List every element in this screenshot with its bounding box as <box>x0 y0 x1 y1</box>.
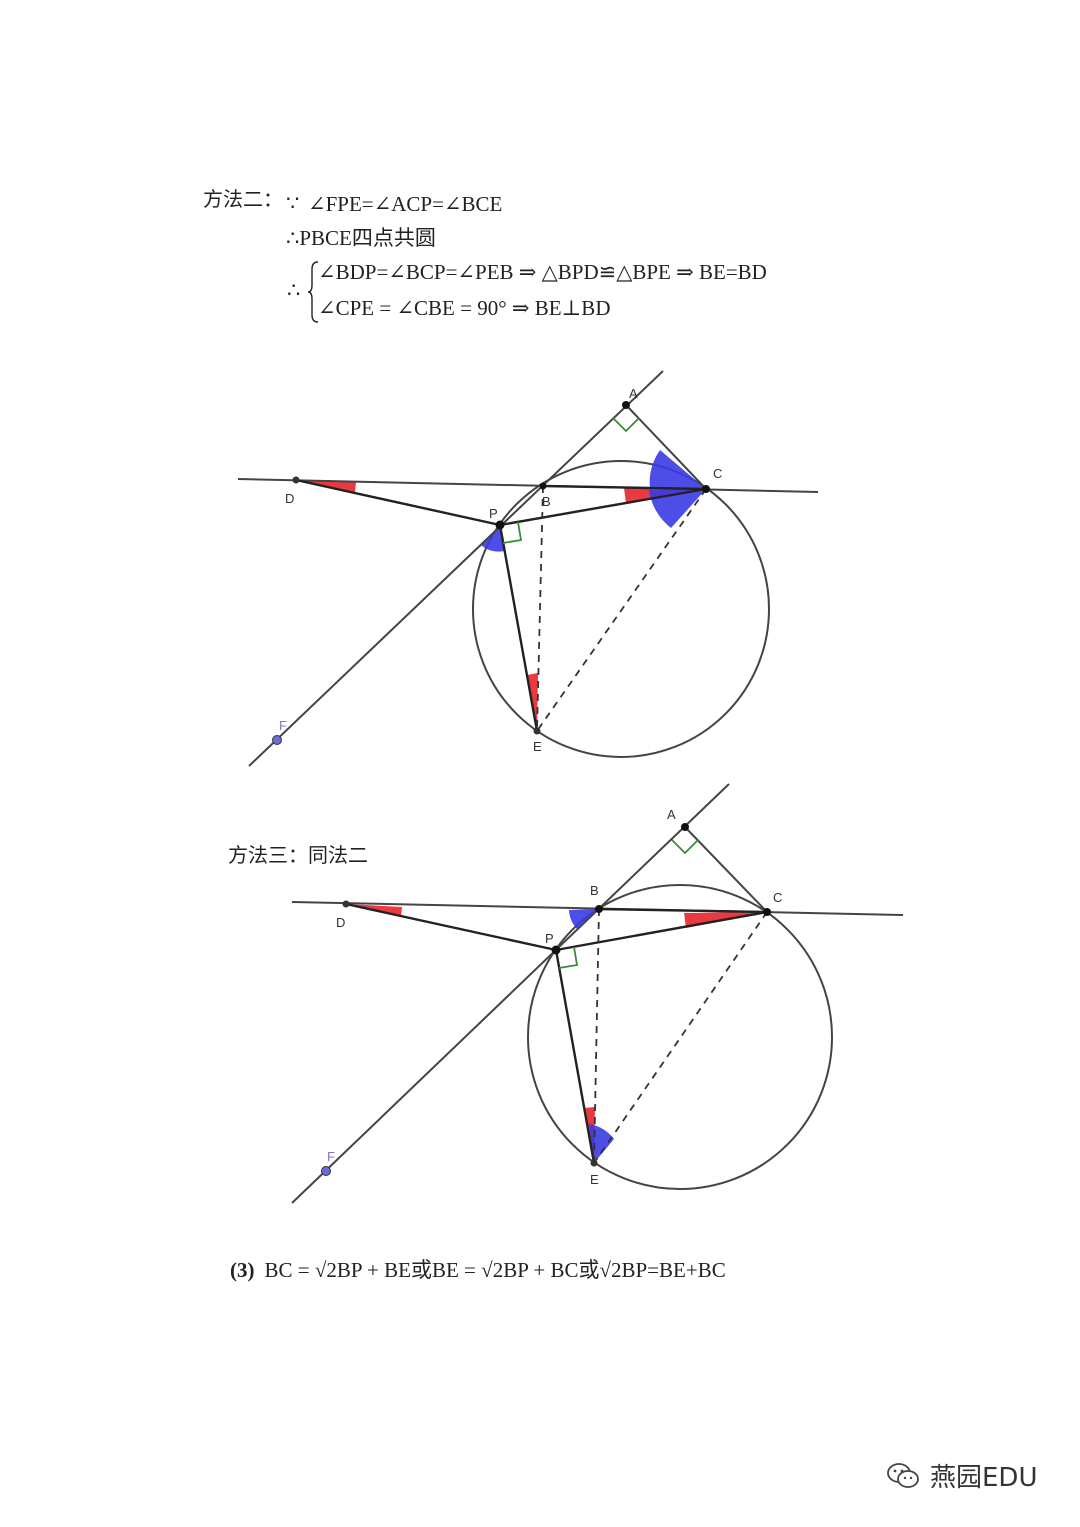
point-e-2 <box>590 1159 598 1167</box>
label-d: D <box>285 491 294 506</box>
dashed-ce <box>536 488 707 732</box>
label-b: B <box>542 494 551 509</box>
sqrt-icon: √ <box>599 1258 611 1282</box>
method2-line4: ∠CPE = ∠CBE = 90° ⇒ BE⊥BD <box>318 296 611 320</box>
curly-brace-icon <box>307 261 319 323</box>
dashed-be-2 <box>593 908 600 1164</box>
line-dc <box>237 478 819 493</box>
segment-ac-2 <box>684 826 768 913</box>
method2-heading: 方法二： <box>203 187 283 211</box>
wechat-icon <box>887 1462 919 1488</box>
method2-line1: ∠FPE=∠ACP=∠BCE <box>308 192 503 216</box>
point-c <box>702 485 710 493</box>
label-f: F <box>279 718 287 733</box>
segment-pc <box>499 487 707 527</box>
point-p-2 <box>551 945 561 955</box>
sqrt-icon: √ <box>481 1258 493 1282</box>
label-a-2: A <box>667 807 676 822</box>
point-b-2 <box>595 905 603 913</box>
segment-pe-2 <box>554 949 596 1164</box>
therefore-symbol: ∴ <box>287 278 301 302</box>
point-f <box>272 735 282 745</box>
angle-fpe-blue <box>481 525 504 552</box>
label-p-2: P <box>545 931 554 946</box>
point-c-2 <box>763 908 771 916</box>
label-d-2: D <box>336 915 345 930</box>
method3-heading: 方法三：同法二 <box>228 843 368 867</box>
method2-line2: ∴PBCE四点共圆 <box>286 226 436 250</box>
line-fa <box>248 370 664 767</box>
right-angle-a-2 <box>671 839 699 855</box>
part3-eq-a: BC = <box>264 1258 315 1282</box>
angle-pba-blue-2 <box>569 909 599 930</box>
part3-equation: (3)BC = √2BP + BE或BE = √2BP + BC或√2BP=BE… <box>230 1260 726 1281</box>
label-a: A <box>629 386 638 401</box>
point-a <box>622 401 630 409</box>
part3-eq-c: 2BP + BC或 <box>492 1258 600 1282</box>
part3-eq-b: 2BP + BE或BE = <box>326 1258 482 1282</box>
segment-bc <box>542 484 707 491</box>
right-angle-a <box>612 417 640 433</box>
point-d-2 <box>342 900 350 908</box>
segment-ac <box>625 404 707 490</box>
watermark: 燕园EDU <box>886 1457 1037 1494</box>
point-f-2 <box>321 1166 331 1176</box>
label-p: P <box>489 506 498 521</box>
segment-dp <box>295 478 501 527</box>
angle-bce-blue <box>649 489 706 528</box>
point-a-2 <box>681 823 689 831</box>
method2-line3: ∠BDP=∠BCP=∠PEB ⇒ △BPD≌△BPE ⇒ BE=BD <box>318 260 767 284</box>
label-c-2: C <box>773 890 782 905</box>
because-symbol: ∵ <box>286 191 300 215</box>
segment-pc-2 <box>555 910 768 952</box>
segment-dp-2 <box>345 902 557 952</box>
label-e-2: E <box>590 1172 599 1187</box>
label-f-2: F <box>327 1149 335 1164</box>
point-d <box>292 476 300 484</box>
label-b-2: B <box>590 883 599 898</box>
segment-pe <box>498 524 539 732</box>
right-angle-p <box>502 521 523 544</box>
point-e <box>533 727 541 735</box>
dashed-be <box>536 485 544 732</box>
line-fa-2 <box>291 783 730 1204</box>
point-b <box>539 482 547 490</box>
circle-pbce-2 <box>527 884 833 1190</box>
part3-eq-d: 2BP=BE+BC <box>610 1258 726 1282</box>
right-angle-p-2 <box>558 946 579 969</box>
dashed-ce-2 <box>593 911 768 1164</box>
angle-acb-blue <box>649 450 706 489</box>
point-p <box>495 520 505 530</box>
segment-bc-2 <box>598 907 768 914</box>
sqrt-icon: √ <box>314 1258 327 1282</box>
label-c: C <box>713 466 722 481</box>
label-e: E <box>533 739 542 754</box>
watermark-text: 燕园EDU <box>930 1463 1038 1493</box>
circle-pbce <box>472 460 770 758</box>
part3-number: (3) <box>230 1258 255 1282</box>
